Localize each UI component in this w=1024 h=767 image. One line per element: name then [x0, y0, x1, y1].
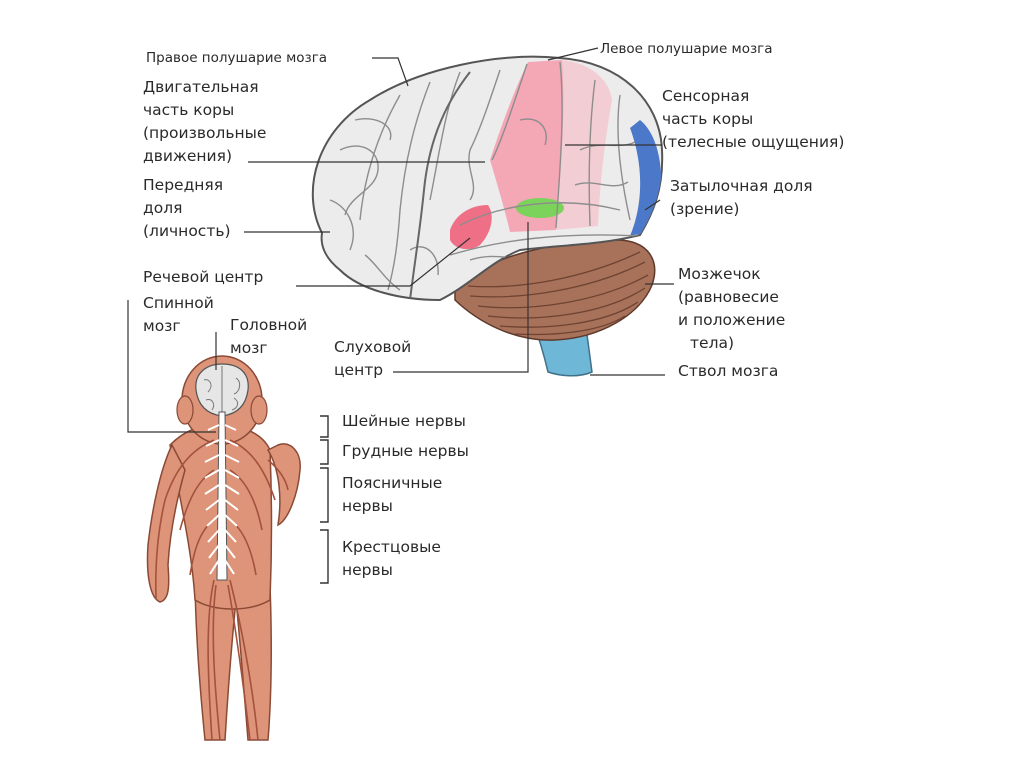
label-spinal-cord-1: Спинной — [143, 294, 214, 312]
spinal-nerve-roots — [204, 424, 240, 575]
label-brainstem: Ствол мозга — [678, 362, 778, 380]
body-arm-right — [266, 443, 301, 527]
label-lumbar-nerves-2: нервы — [342, 497, 393, 515]
label-auditory-center-2: центр — [334, 361, 383, 379]
label-spinal-cord-2: мозг — [143, 317, 181, 335]
label-motor-cortex-3: (произвольные — [143, 124, 266, 142]
body-spinal-cord — [216, 411, 228, 581]
brain-gyri — [329, 61, 641, 291]
label-motor-cortex-2: часть коры — [143, 101, 234, 119]
motor-area — [490, 60, 564, 232]
labels: Правое полушарие мозга Левое полушарие м… — [143, 41, 844, 579]
label-left-hemisphere: Левое полушарие мозга — [600, 41, 773, 57]
leader-lines — [127, 47, 674, 584]
label-occipital-lobe-1: Затылочная доля — [670, 177, 813, 195]
label-lumbar-nerves-1: Поясничные — [342, 474, 442, 492]
label-frontal-lobe-1: Передняя — [143, 176, 223, 194]
label-thoracic-nerves: Грудные нервы — [342, 442, 469, 460]
label-motor-cortex-4: движения) — [143, 147, 232, 165]
label-sensory-cortex-3: (телесные ощущения) — [662, 133, 844, 151]
brain-illustration — [311, 55, 664, 377]
label-brain-1: Головной — [230, 316, 307, 334]
body-ear-left — [176, 395, 194, 425]
label-sensory-cortex-2: часть коры — [662, 110, 753, 128]
label-motor-cortex-1: Двигательная — [143, 78, 259, 96]
label-cerebellum-4: тела) — [690, 334, 734, 352]
label-sensory-cortex-1: Сенсорная — [662, 87, 749, 105]
label-speech-center: Речевой центр — [143, 268, 263, 286]
label-sacral-nerves-2: нервы — [342, 561, 393, 579]
label-cerebellum-3: и положение — [678, 311, 785, 329]
label-cervical-nerves: Шейные нервы — [342, 412, 466, 430]
cerebellum-folds — [467, 251, 649, 336]
label-right-hemisphere: Правое полушарие мозга — [146, 50, 327, 66]
label-cerebellum-2: (равновесие — [678, 288, 779, 306]
label-sacral-nerves-1: Крестцовые — [342, 538, 441, 556]
body-ear-right — [250, 395, 268, 425]
label-frontal-lobe-2: доля — [143, 199, 182, 217]
label-frontal-lobe-3: (личность) — [143, 222, 231, 240]
label-brain-2: мозг — [230, 339, 268, 357]
label-occipital-lobe-2: (зрение) — [670, 200, 739, 218]
label-auditory-center-1: Слуховой — [334, 338, 411, 356]
longitudinal-fissure — [409, 71, 471, 300]
child-body-illustration — [146, 355, 301, 741]
label-cerebellum-1: Мозжечок — [678, 265, 761, 283]
peripheral-nerves — [155, 439, 289, 741]
occipital-area — [630, 120, 662, 236]
